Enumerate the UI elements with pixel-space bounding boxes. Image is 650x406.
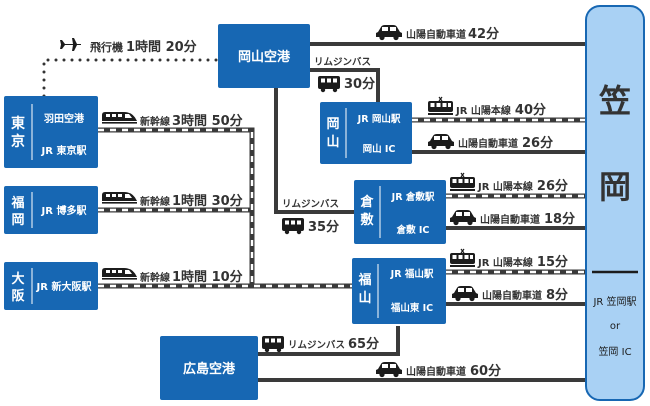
car-icon <box>428 134 454 150</box>
destination-station: JR 笠岡駅 <box>592 295 636 308</box>
train-icon <box>449 172 476 192</box>
fukuoka-name-1: 福 <box>10 195 24 211</box>
fukuyama-hub-name-1: 福 <box>357 272 371 288</box>
bus-kurashiki-line <box>274 88 354 214</box>
shinkansen-osaka-time: 1時間 10分 <box>172 269 243 285</box>
hiroshima-road-time: 60分 <box>470 363 501 379</box>
bus-kurashiki-time: 35分 <box>308 219 339 235</box>
okayama-airport-box: 岡山空港 <box>218 24 310 88</box>
bus-okayama-mode: リムジンバス <box>314 56 371 68</box>
destination-name-2: 岡 <box>599 168 631 206</box>
fukuyama-road-time: 8分 <box>546 287 568 303</box>
bus-okayama-line <box>310 68 380 104</box>
train-icon <box>427 96 454 116</box>
kurashiki-hub-station: JR 倉敷駅 <box>391 191 435 203</box>
okayama-hub-box: 岡 山 JR 岡山駅 岡山 IC <box>320 102 412 164</box>
kurashiki-hub-name-1: 倉 <box>359 194 374 210</box>
hiroshima-airport-name: 広島空港 <box>183 361 236 377</box>
shinkansen-tokyo-time: 3時間 50分 <box>172 113 243 129</box>
shinkansen-icon <box>102 112 137 124</box>
shinkansen-icon <box>102 268 137 280</box>
destination-ic: 笠岡 IC <box>598 345 631 358</box>
fukuyama-hub-station: JR 福山駅 <box>390 268 434 280</box>
okayama-hub-name-2: 山 <box>326 134 339 150</box>
tokyo-name-1: 東 <box>11 115 25 132</box>
car-icon <box>376 25 402 41</box>
kurashiki-hub-name-2: 敷 <box>360 212 374 228</box>
destination-or: or <box>610 321 621 332</box>
shinkansen-fukuoka-time: 1時間 30分 <box>172 193 243 209</box>
fukuyama-hub-box: 福 山 JR 福山駅 福山東 IC <box>352 258 446 324</box>
bus-okayama-time: 30分 <box>344 76 375 92</box>
tokyo-name-2: 京 <box>11 133 25 150</box>
okayama-hub-station: JR 岡山駅 <box>357 113 401 125</box>
tokyo-box: 東 京 羽田空港 JR 東京駅 <box>4 96 98 168</box>
kurashiki-rail-time: 26分 <box>537 178 568 194</box>
okayama-road-time: 26分 <box>522 135 553 151</box>
osaka-name-1: 大 <box>11 271 24 287</box>
airplane-icon <box>60 38 81 51</box>
tokyo-haneda: 羽田空港 <box>44 112 85 125</box>
flight-route-line <box>42 58 220 98</box>
okayama-airport-name: 岡山空港 <box>238 49 291 65</box>
hiroshima-airport-box: 広島空港 <box>160 336 258 400</box>
bus-icon <box>262 336 284 353</box>
kurashiki-hub-box: 倉 敷 JR 倉敷駅 倉敷 IC <box>354 180 446 244</box>
car-icon <box>376 362 402 378</box>
okayama-hub-ic: 岡山 IC <box>363 143 396 155</box>
osaka-box: 大 阪 JR 新大阪駅 <box>4 262 98 310</box>
destination-name-1: 笠 <box>599 82 631 120</box>
tokyo-station: JR 東京駅 <box>41 144 88 157</box>
bus-kurashiki-mode: リムジンバス <box>282 198 339 210</box>
destination-box <box>585 5 645 401</box>
fukuoka-name-2: 岡 <box>11 213 24 228</box>
bus-hiroshima-line <box>258 326 400 356</box>
flight-time: 1時間 20分 <box>126 39 197 55</box>
bus-icon <box>318 76 340 93</box>
train-icon <box>449 248 476 268</box>
kurashiki-road-time: 18分 <box>544 211 575 227</box>
bus-icon <box>282 218 304 235</box>
bus-hiroshima-time: 65分 <box>348 336 379 352</box>
airport-expressway-time: 42分 <box>468 26 499 42</box>
okayama-rail-time: 40分 <box>515 102 546 118</box>
car-icon <box>452 286 478 302</box>
fukuyama-hub-name-2: 山 <box>358 290 371 306</box>
car-icon <box>450 210 476 226</box>
fukuyama-hub-ic: 福山東 IC <box>390 302 433 314</box>
flight-mode: 飛行機 <box>89 40 123 54</box>
fukuyama-rail-time: 15分 <box>537 254 568 270</box>
osaka-station: JR 新大阪駅 <box>36 280 93 293</box>
fukuoka-box: 福 岡 JR 博多駅 <box>4 186 98 234</box>
kurashiki-hub-ic: 倉敷 IC <box>396 224 430 236</box>
osaka-name-2: 阪 <box>11 289 25 304</box>
okayama-hub-name-1: 岡 <box>326 117 339 132</box>
fukuoka-station: JR 博多駅 <box>41 204 88 217</box>
shinkansen-icon <box>102 192 137 204</box>
